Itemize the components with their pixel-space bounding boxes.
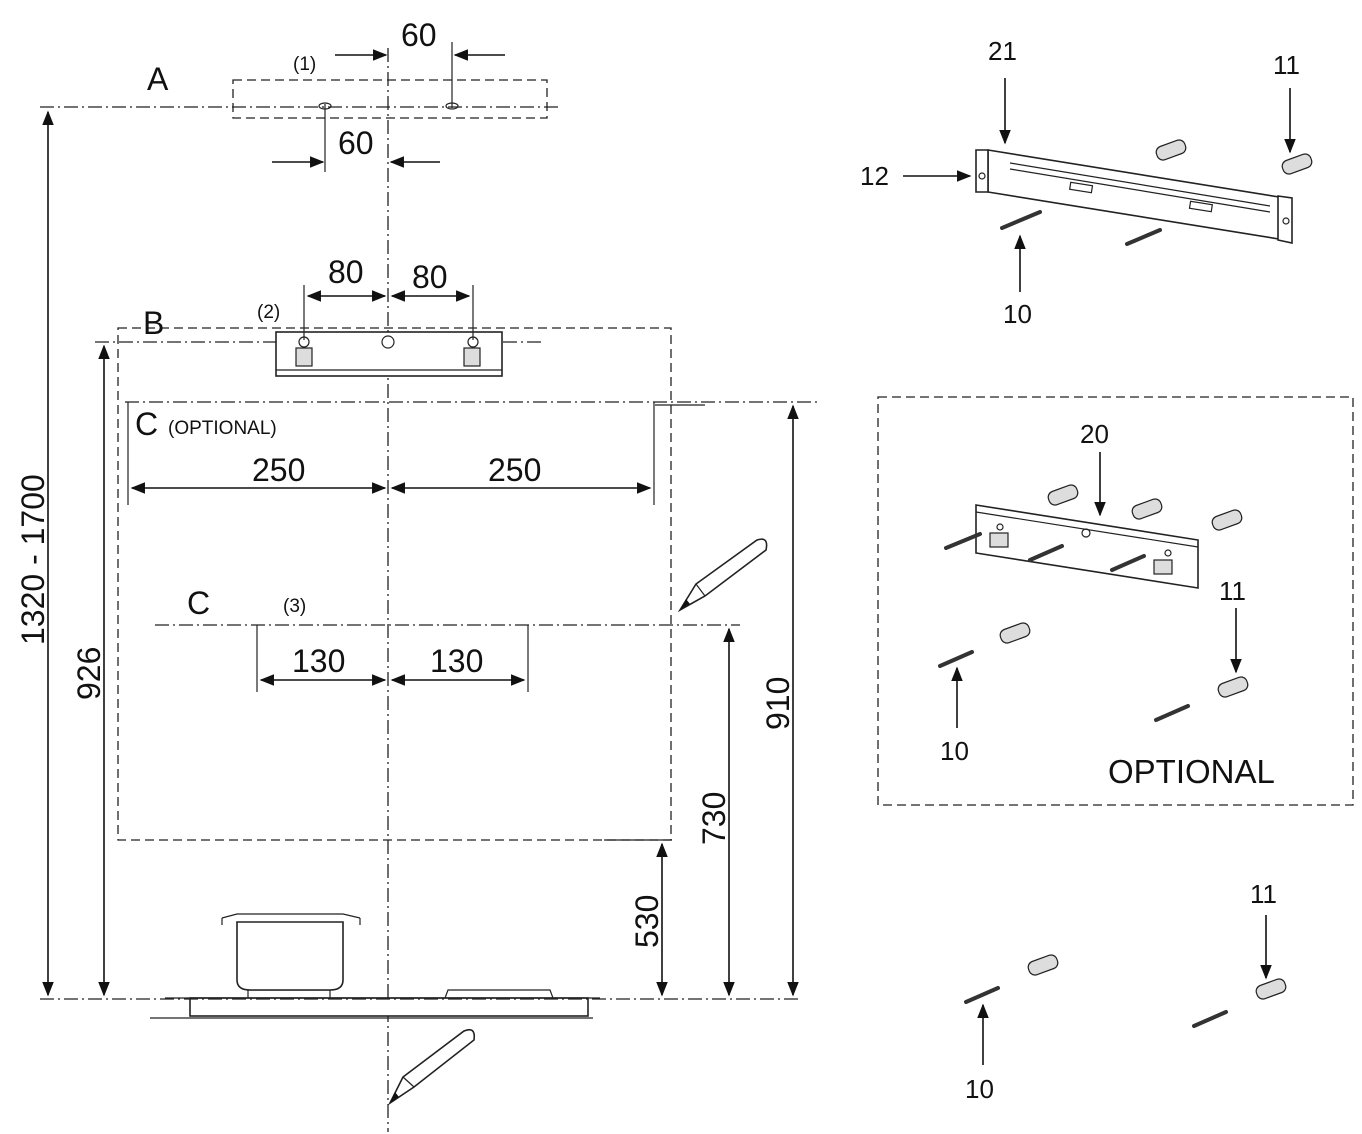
screw-icon <box>964 986 1228 1028</box>
optional-label: OPTIONAL <box>1108 753 1275 790</box>
part-10-label-bot: 10 <box>965 1074 994 1104</box>
dim-c-left: 130 <box>292 643 345 679</box>
bracket-a <box>40 42 560 172</box>
dim-a-top: 60 <box>401 17 437 53</box>
screw-icon <box>938 532 1190 722</box>
dim-c-opt-right: 250 <box>488 452 541 488</box>
dim-a-bottom: 60 <box>338 125 374 161</box>
c-optional-note: (OPTIONAL) <box>168 418 277 439</box>
label-a: A <box>147 61 169 97</box>
cooktop <box>150 989 600 1019</box>
label-c-optional: C <box>135 406 158 442</box>
ref-3: (3) <box>283 596 306 617</box>
wall-plug-icon <box>999 484 1249 698</box>
part-10-label-top: 10 <box>1003 299 1032 329</box>
ref-1: (1) <box>293 54 316 75</box>
part-11-label-top: 11 <box>1273 50 1300 80</box>
screw-icon <box>1000 210 1162 246</box>
bracket-b <box>275 285 503 377</box>
pencil-icon <box>387 1028 476 1106</box>
dim-c-right: 130 <box>430 643 483 679</box>
label-b: B <box>143 305 164 341</box>
dim-530: 530 <box>629 895 665 948</box>
bracket-20 <box>975 504 1199 589</box>
dim-c-opt-left: 250 <box>252 452 305 488</box>
dim-b-right: 80 <box>412 259 448 295</box>
label-c: C <box>187 585 210 621</box>
part-11-label-bot: 11 <box>1250 879 1277 909</box>
part-10-label-mid: 10 <box>940 736 969 766</box>
optional-box <box>877 396 1354 806</box>
dim-b-left: 80 <box>328 254 364 290</box>
part-11-label-mid: 11 <box>1219 576 1246 606</box>
pot-icon <box>221 913 361 991</box>
hood-outline <box>117 327 672 841</box>
bracket-21 <box>975 149 1293 244</box>
pencil-icon <box>677 538 768 613</box>
dim-total-height: 1320 - 1700 <box>15 474 51 645</box>
part-21-label: 21 <box>988 36 1017 66</box>
part-12-label: 12 <box>860 161 889 191</box>
dim-910: 910 <box>760 677 796 730</box>
ref-2: (2) <box>257 302 280 323</box>
wall-plug-icon <box>1027 954 1287 1000</box>
dim-730: 730 <box>696 792 732 845</box>
part-20-label: 20 <box>1080 419 1109 449</box>
dim-926: 926 <box>71 647 107 700</box>
wall-plug-icon <box>1155 139 1313 175</box>
